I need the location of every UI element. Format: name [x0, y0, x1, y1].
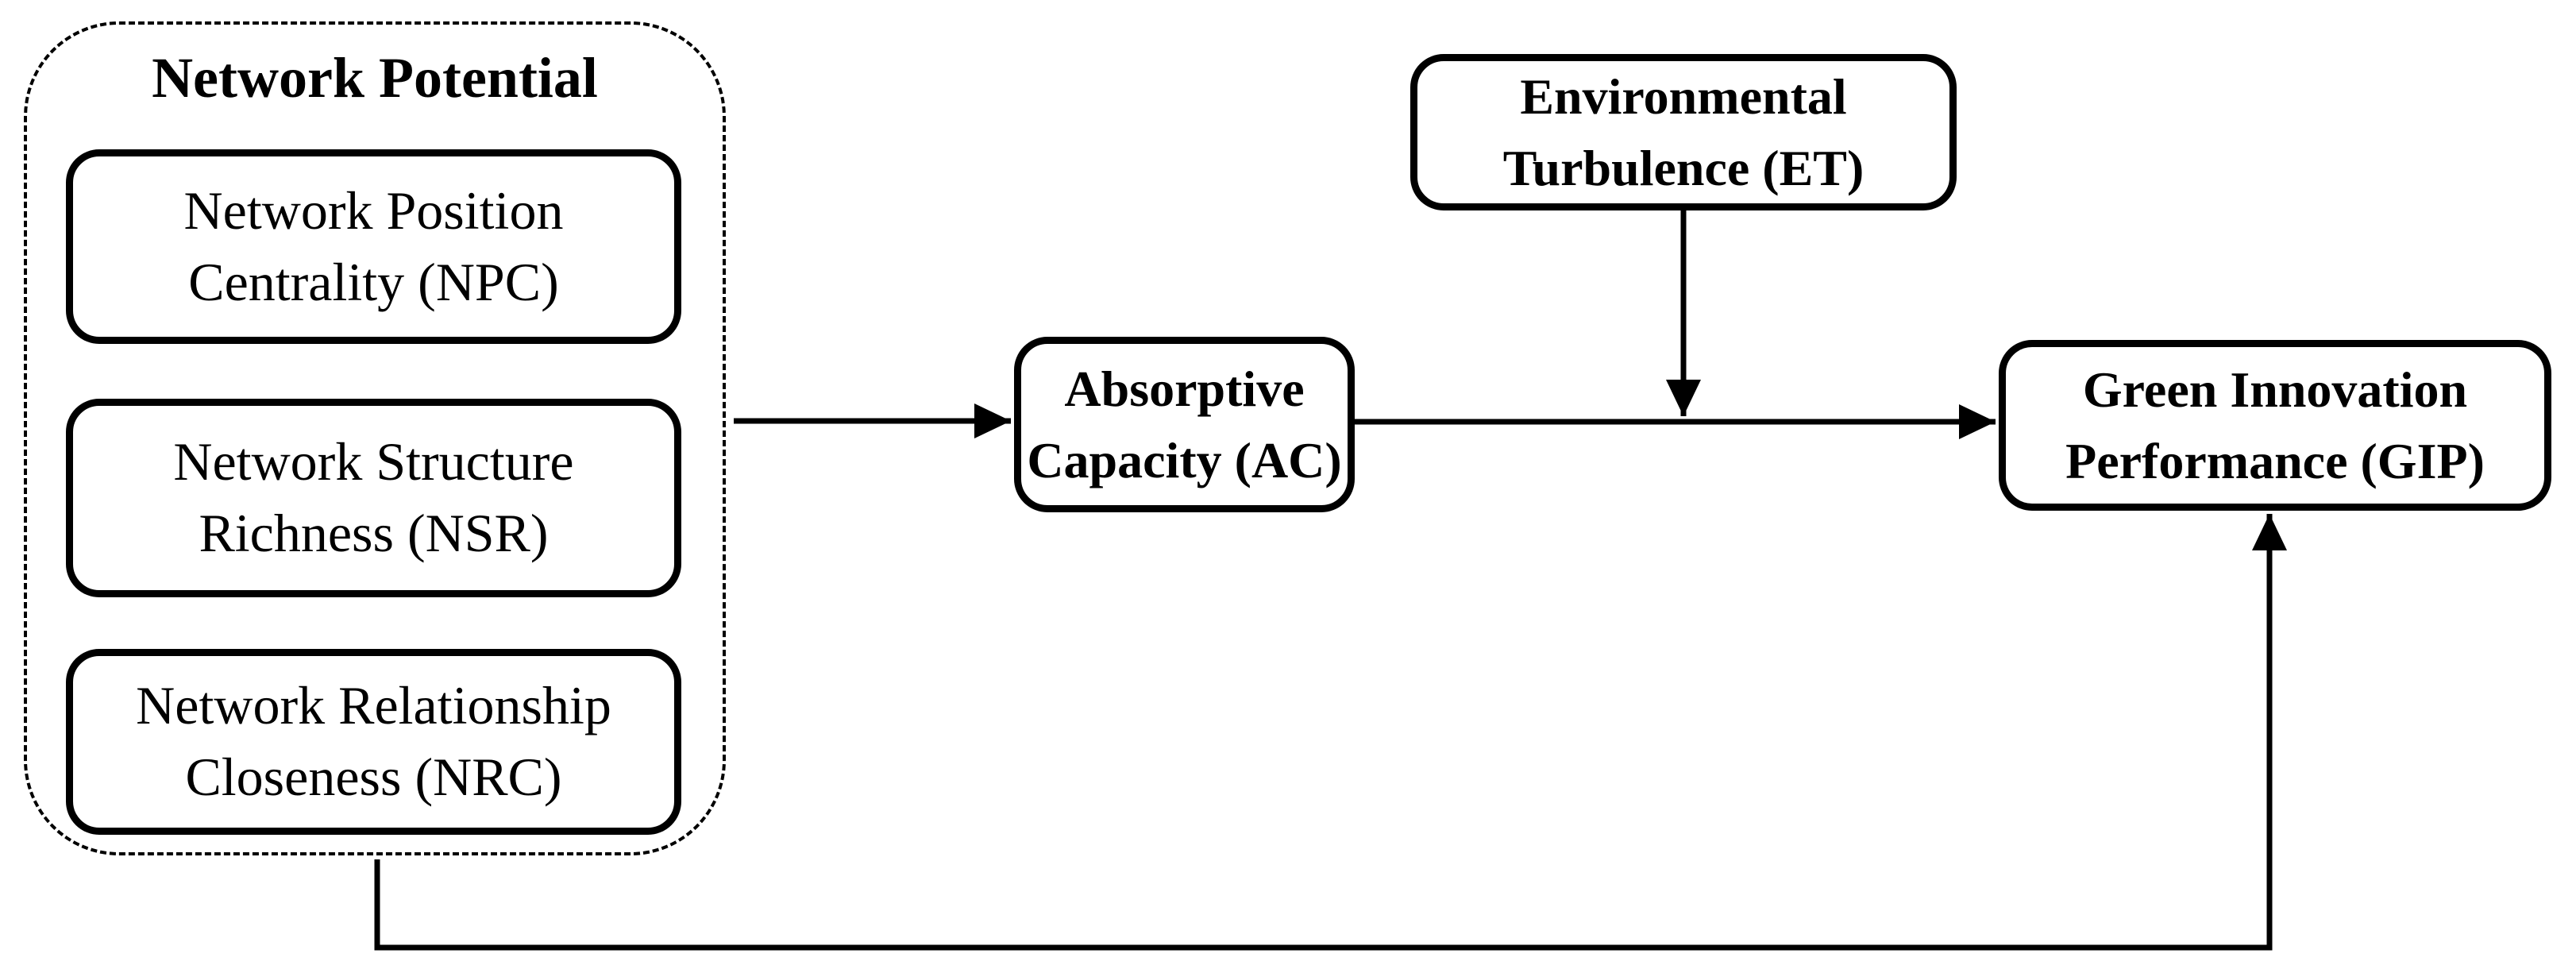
node-et-label-line2: Turbulence (ET): [1502, 139, 1865, 196]
node-nrc-label-line1: Network Relationship: [136, 675, 611, 736]
node-et-label-line1: Environmental: [1520, 68, 1847, 125]
node-npc-label-line2: Centrality (NPC): [188, 251, 559, 312]
node-environmental-turbulence: Environmental Turbulence (ET): [1410, 54, 1957, 210]
node-network-position-centrality: Network Position Centrality (NPC): [66, 149, 681, 344]
node-network-relationship-closeness: Network Relationship Closeness (NRC): [66, 649, 681, 835]
node-nrc-label-line2: Closeness (NRC): [185, 747, 562, 807]
node-nsr-label-line2: Richness (NSR): [199, 503, 549, 563]
node-absorptive-capacity: Absorptive Capacity (AC): [1014, 337, 1355, 512]
node-nsr-label-line1: Network Structure: [173, 431, 574, 492]
node-ac-label-line1: Absorptive: [1064, 360, 1305, 417]
node-gip-label-line1: Green Innovation: [2082, 361, 2468, 418]
node-npc-label-line1: Network Position: [183, 180, 564, 241]
node-gip-label-line2: Performance (GIP): [2065, 432, 2485, 489]
network-potential-group: Network Potential Network Position Centr…: [24, 21, 726, 855]
node-green-innovation-performance: Green Innovation Performance (GIP): [1999, 340, 2551, 511]
network-potential-group-title: Network Potential: [152, 46, 598, 110]
node-ac-label-line2: Capacity (AC): [1027, 431, 1342, 488]
node-network-structure-richness: Network Structure Richness (NSR): [66, 399, 681, 597]
